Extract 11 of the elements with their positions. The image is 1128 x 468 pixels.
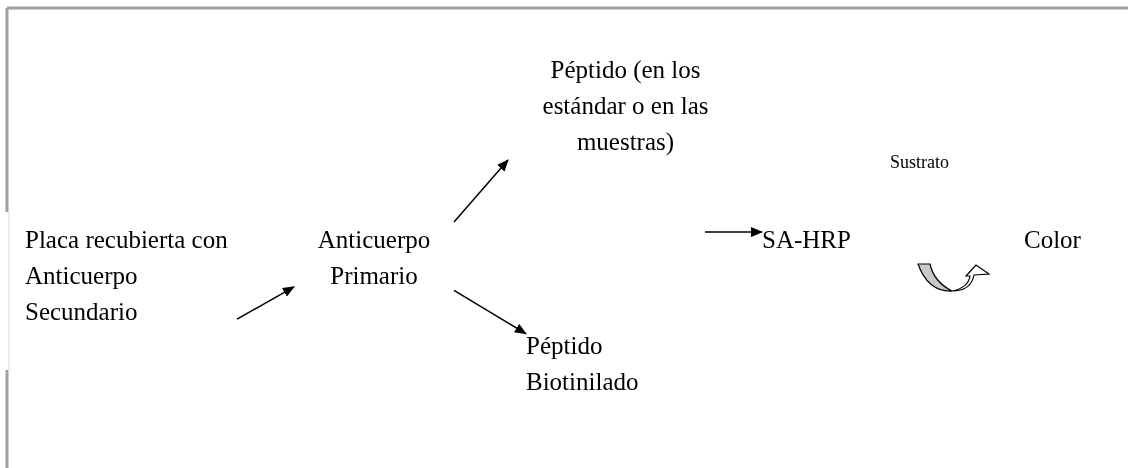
- step-label: Color: [1024, 222, 1104, 258]
- arrow: [453, 289, 527, 335]
- step-label: SA-HRP: [762, 222, 857, 258]
- step-label: Anticuerpo Primario: [294, 222, 454, 294]
- step-label: Péptido Biotinilado: [526, 328, 656, 400]
- step-label: Placa recubierta con Anticuerpo Secundario: [25, 222, 237, 330]
- arrow: [453, 159, 509, 223]
- step-label: Péptido (en los estándar o en las muestras): [508, 52, 743, 160]
- arrow: [704, 227, 763, 238]
- arrow: [236, 286, 295, 320]
- reagent-label: Sustrato: [890, 152, 949, 173]
